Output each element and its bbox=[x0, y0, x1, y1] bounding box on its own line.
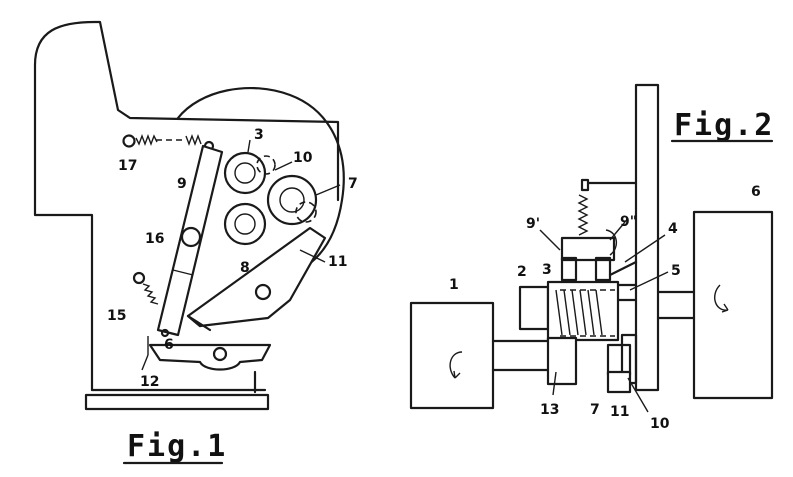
fig2-label-3: 3 bbox=[542, 262, 552, 278]
fig1-spring-15 bbox=[142, 283, 159, 305]
fig1-pin-15 bbox=[132, 271, 146, 285]
fig1-label-12: 12 bbox=[140, 374, 159, 390]
fig2-label-6: 6 bbox=[751, 184, 761, 200]
fig2-motor-1 bbox=[409, 301, 495, 410]
fig2-leader-4 bbox=[624, 234, 666, 263]
fig1-roller-8 bbox=[223, 202, 267, 246]
fig1-label-16: 16 bbox=[145, 231, 164, 247]
fig1-base-bracket bbox=[148, 343, 272, 371]
fig1-label-8: 8 bbox=[240, 260, 250, 276]
fig2-label-5: 5 bbox=[671, 263, 681, 279]
fig2-drawing: Fig.2 bbox=[409, 83, 774, 432]
fig1-pin-17 bbox=[122, 134, 136, 148]
fig1-leader-10 bbox=[274, 161, 293, 171]
fig1-roller-3 bbox=[223, 151, 267, 195]
fig2-lever-leg-left bbox=[560, 256, 578, 282]
fig1-spring-17b bbox=[185, 134, 202, 146]
fig2-rotation-arrow-6 bbox=[714, 284, 729, 313]
fig2-lever-block bbox=[560, 236, 616, 262]
fig1-label-6: 6 bbox=[164, 337, 174, 353]
fig2-label-9p: 9' bbox=[526, 216, 540, 232]
fig1-spring-17 bbox=[135, 134, 158, 146]
fig2-housing-7 bbox=[546, 336, 578, 386]
fig1-roller-3-hub bbox=[234, 162, 256, 184]
fig2-spring-top-pin bbox=[580, 178, 590, 192]
fig2-element-11 bbox=[606, 370, 632, 394]
fig2-leader-9p bbox=[539, 229, 561, 251]
fig1-leader-11 bbox=[299, 249, 326, 263]
fig1-caption: Fig.1 bbox=[127, 429, 227, 464]
fig1-lever-9 bbox=[156, 144, 224, 337]
fig1-label-11: 11 bbox=[328, 254, 347, 270]
fig1-base-pin bbox=[212, 346, 228, 362]
fig2-motor-6 bbox=[692, 210, 774, 400]
fig1-dashed-7b bbox=[295, 201, 317, 223]
fig1-roller-7 bbox=[266, 174, 318, 226]
fig2-element-4 bbox=[608, 260, 638, 277]
fig1-arm-11 bbox=[186, 226, 327, 328]
fig1-drum bbox=[176, 86, 345, 272]
fig1-label-7: 7 bbox=[348, 176, 358, 192]
fig2-label-11: 11 bbox=[610, 404, 629, 420]
fig2-label-13: 13 bbox=[540, 402, 559, 418]
fig1-roller-7-hub bbox=[279, 187, 305, 213]
fig1-label-3: 3 bbox=[254, 127, 264, 143]
fig1-leader-3 bbox=[247, 139, 251, 153]
fig2-leader-10 bbox=[627, 377, 649, 413]
fig2-caption: Fig.2 bbox=[674, 108, 774, 143]
fig2-block-2 bbox=[518, 285, 550, 331]
fig2-spring-13 bbox=[555, 289, 603, 336]
fig2-upper-spring bbox=[577, 194, 589, 236]
fig1-arm-pin bbox=[254, 283, 272, 301]
fig2-element-10 bbox=[606, 343, 632, 377]
fig1-leader-12 bbox=[141, 354, 149, 371]
fig2-lever-leg-right bbox=[594, 256, 612, 282]
fig1-pivot-16 bbox=[180, 226, 202, 248]
fig2-element-5 bbox=[616, 283, 638, 302]
fig1-roller-8-hub bbox=[234, 213, 256, 235]
fig1-label-15: 15 bbox=[107, 308, 126, 324]
fig2-label-7: 7 bbox=[590, 402, 600, 418]
fig1-label-17: 17 bbox=[118, 158, 137, 174]
fig1-arm-tip bbox=[186, 314, 212, 332]
fig2-label-10: 10 bbox=[650, 416, 670, 432]
fig1-leader-7 bbox=[315, 184, 341, 196]
fig1-pin-6 bbox=[160, 328, 170, 338]
fig2-label-1: 1 bbox=[449, 277, 459, 293]
fig2-leader-13 bbox=[552, 371, 557, 396]
fig2-label-9pp: 9" bbox=[620, 214, 637, 230]
fig2-curve-9pp bbox=[605, 229, 617, 256]
fig1-frame bbox=[33, 20, 340, 392]
fig1-lever-mark bbox=[172, 269, 194, 276]
fig2-wall-plate bbox=[634, 83, 660, 392]
fig1-label-9: 9 bbox=[177, 176, 187, 192]
fig2-leader-5 bbox=[629, 271, 669, 291]
fig1-base-plate bbox=[84, 393, 270, 411]
fig1-drawing: 3 10 7 17 9 16 8 11 15 6 12 Fig.1 bbox=[33, 20, 358, 465]
fig2-housing-3 bbox=[546, 280, 620, 342]
fig1-label-10: 10 bbox=[293, 150, 313, 166]
fig2-label-2: 2 bbox=[517, 264, 527, 280]
fig2-leader-9pp bbox=[609, 221, 626, 241]
fig2-label-4: 4 bbox=[668, 221, 678, 237]
fig2-rotation-arrow-1 bbox=[449, 351, 463, 379]
fig1-dashed-10 bbox=[256, 155, 276, 175]
